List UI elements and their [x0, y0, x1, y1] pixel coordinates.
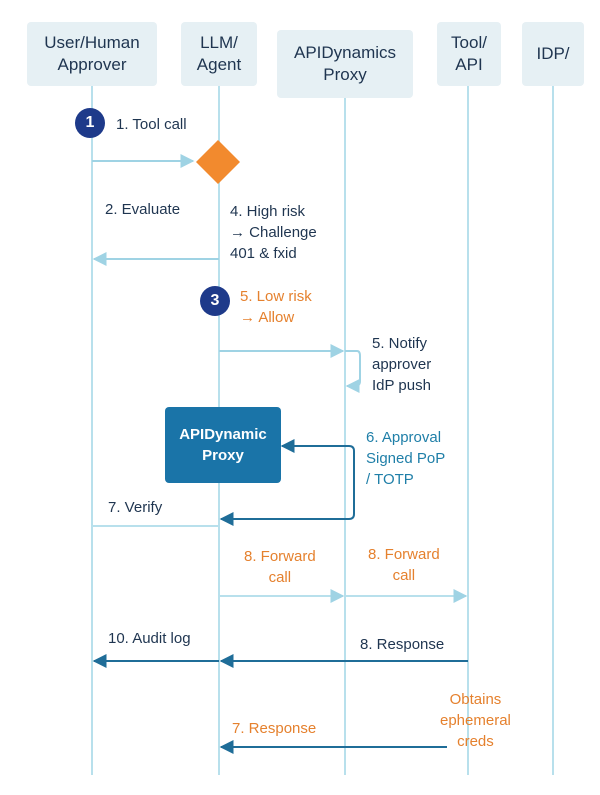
step-badge-1: 1	[75, 108, 105, 138]
participant-user-label: User/Human Approver	[44, 33, 140, 74]
participant-llm-label: LLM/ Agent	[196, 33, 242, 74]
label-forward-call-1: 8. Forward call	[244, 548, 316, 586]
label-obtains-creds: Obtains ephemeral creds	[440, 691, 511, 750]
participant-proxy-label: APIDynamics Proxy	[293, 43, 397, 84]
step-badge-3: 3	[200, 286, 230, 316]
participant-user: User/Human Approver	[27, 22, 157, 86]
participant-tool: Tool/ API	[437, 22, 501, 86]
decision-diamond	[196, 140, 240, 184]
participant-idp-label: IDP/	[536, 44, 570, 63]
arrow-notify-loop	[345, 350, 361, 393]
arrow-approval	[219, 439, 355, 526]
label-response-7: 7. Response	[232, 720, 317, 737]
participant-idp: IDP/	[522, 22, 584, 86]
label-low-risk: 5. Low risk → Allow	[240, 288, 312, 326]
label-notify: 5. Notify approver IdP push	[372, 335, 432, 394]
label-approval: 6. Approval Signed PoP / TOTP	[366, 429, 446, 488]
label-response-8: 8. Response	[360, 636, 445, 653]
label-evaluate: 2. Evaluate	[105, 201, 181, 218]
apidynamic-proxy-box: APIDynamic Proxy	[165, 407, 281, 483]
label-high-risk: 4. High risk → Challenge 401 & fxid	[230, 203, 317, 262]
label-forward-call-2: 8. Forward call	[368, 546, 440, 584]
apidynamic-proxy-label: APIDynamic Proxy	[179, 426, 267, 464]
label-audit-log: 10. Audit log	[108, 630, 191, 647]
participant-llm: LLM/ Agent	[181, 22, 257, 86]
label-tool-call: 1. Tool call	[116, 116, 187, 133]
participant-proxy: APIDynamics Proxy	[277, 30, 413, 98]
participant-tool-label: Tool/ API	[451, 33, 487, 74]
label-verify: 7. Verify	[108, 499, 163, 516]
